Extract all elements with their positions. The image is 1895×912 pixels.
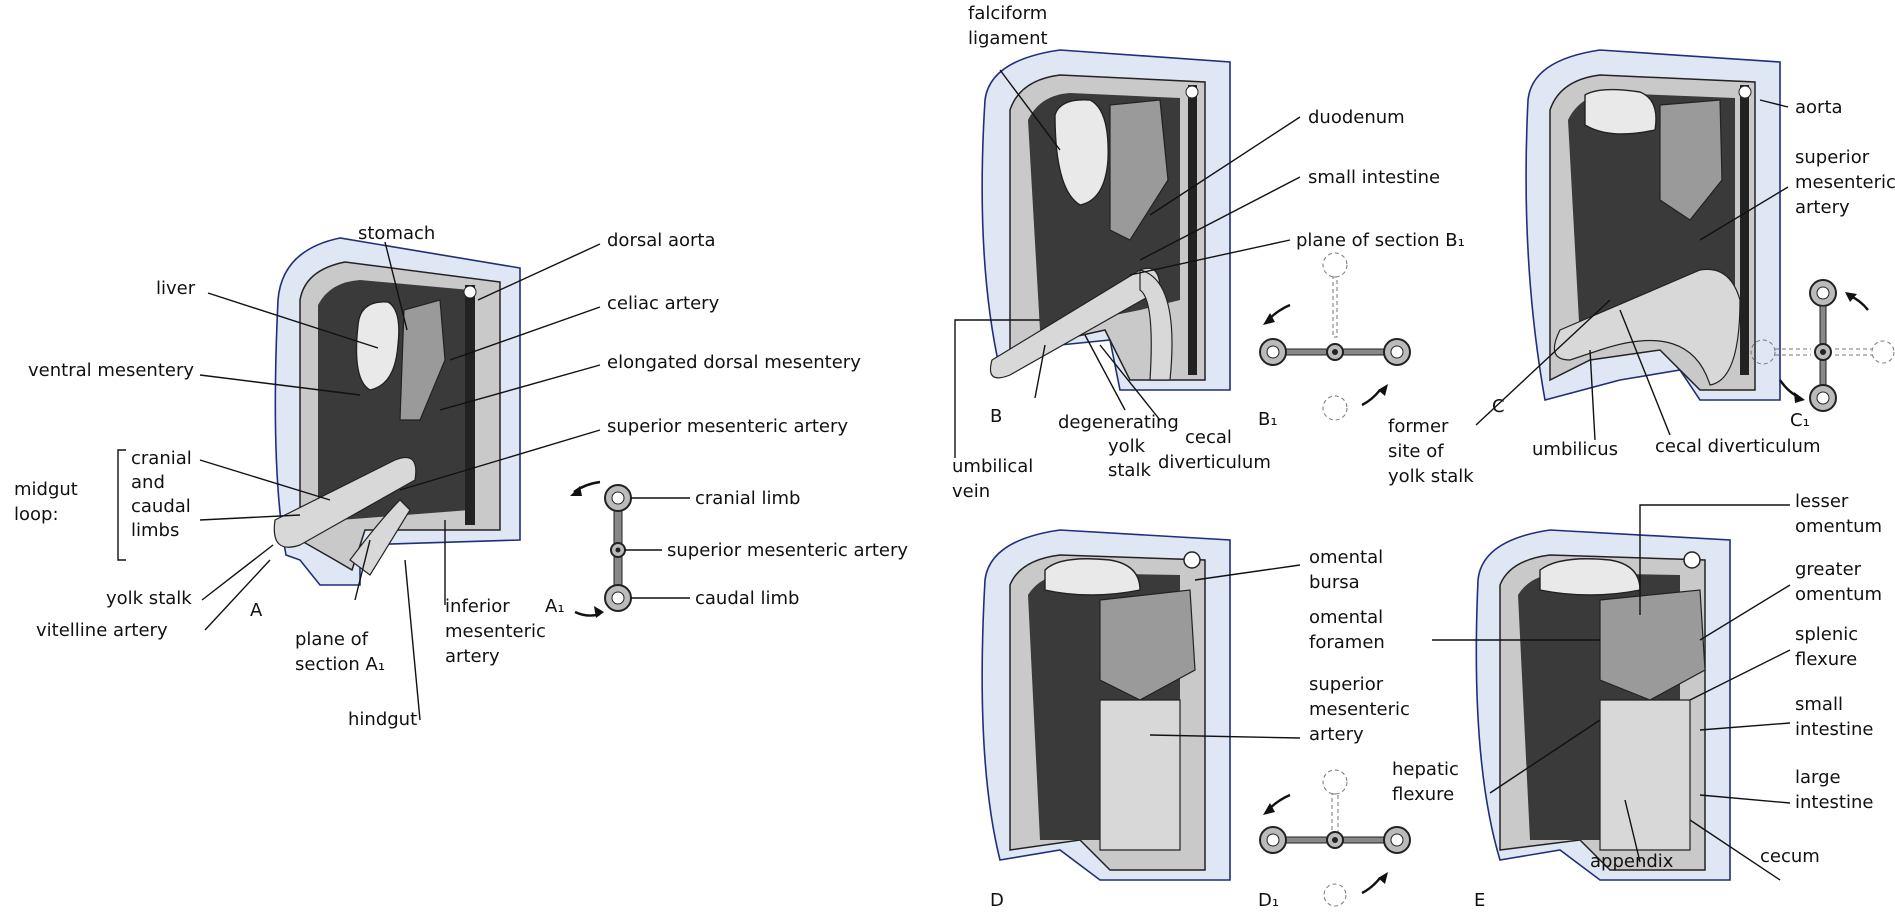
label-section-a1: section A₁ — [295, 654, 385, 675]
label-bursa: bursa — [1309, 572, 1360, 593]
label-omental-2: omental — [1309, 607, 1383, 628]
label-omental: omental — [1309, 547, 1383, 568]
panel-a1-letter: A₁ — [545, 596, 565, 617]
panel-c-drawing — [1526, 50, 1780, 400]
panel-b1-letter: B₁ — [1258, 409, 1278, 430]
label-limbs: limbs — [131, 520, 179, 541]
label-small-intestine-e: intestine — [1795, 719, 1873, 740]
label-plane-of-section-b1: plane of section B₁ — [1296, 230, 1465, 251]
label-splenic-flexure: flexure — [1795, 649, 1857, 670]
panel-d1-diagram: D₁ — [1258, 770, 1410, 911]
panel-c1-letter: C₁ — [1790, 410, 1810, 431]
label-cecal-diverticulum: cecal diverticulum — [1655, 436, 1820, 457]
label-yolk-stalk-c: yolk stalk — [1388, 466, 1474, 487]
label-site-of: site of — [1388, 441, 1444, 462]
panel-e-drawing — [1476, 530, 1730, 880]
label-greater-omentum: omentum — [1795, 584, 1882, 605]
label-foramen: foramen — [1309, 632, 1385, 653]
label-aorta: aorta — [1795, 97, 1843, 118]
panel-b-letter: B — [990, 406, 1002, 427]
label-stalk: stalk — [1108, 460, 1151, 481]
panel-c-letter: C — [1492, 396, 1505, 417]
label-umbilicus: umbilicus — [1532, 439, 1618, 460]
label-c-artery: artery — [1795, 197, 1850, 218]
label-falciform: falciform — [968, 3, 1047, 24]
label-hepatic: hepatic — [1392, 759, 1459, 780]
panel-e-letter: E — [1474, 890, 1485, 911]
label-midgut: midgut — [14, 479, 78, 500]
label-small: small — [1795, 694, 1843, 715]
label-vein: vein — [952, 481, 990, 502]
label-large: large — [1795, 767, 1841, 788]
label-cranial-limb: cranial limb — [695, 488, 800, 509]
label-hepatic-flexure: flexure — [1392, 784, 1454, 805]
label-elongated-dorsal-mesentery: elongated dorsal mesentery — [607, 352, 861, 373]
panel-d-letter: D — [990, 890, 1004, 911]
label-inferior: inferior — [445, 596, 510, 617]
label-diverticulum: diverticulum — [1158, 452, 1271, 473]
label-a1-superior-mesenteric-artery: superior mesenteric artery — [667, 540, 908, 561]
panel-b-drawing — [982, 50, 1230, 390]
label-degenerating: degenerating — [1058, 412, 1179, 433]
label-midgut-loop: loop: — [14, 504, 59, 525]
label-c-superior: superior — [1795, 147, 1870, 168]
label-cecum: cecum — [1760, 846, 1820, 867]
label-greater: greater — [1795, 559, 1862, 580]
panel-b1-diagram: B₁ — [1258, 253, 1410, 430]
panel-a1-diagram: A₁ cranial limb superior mesenteric arte… — [545, 482, 908, 618]
label-caudal-limb: caudal limb — [695, 588, 799, 609]
label-d-artery: artery — [1309, 724, 1364, 745]
label-appendix: appendix — [1590, 851, 1674, 872]
label-superior-mesenteric-artery: superior mesenteric artery — [607, 416, 848, 437]
label-cecal: cecal — [1185, 427, 1232, 448]
label-lesser: lesser — [1795, 491, 1849, 512]
label-plane-of: plane of — [295, 629, 369, 650]
label-and: and — [131, 472, 165, 493]
label-ventral-mesentery: ventral mesentery — [28, 360, 194, 381]
panel-d-drawing — [982, 530, 1230, 880]
label-splenic: splenic — [1795, 624, 1858, 645]
label-lesser-omentum: omentum — [1795, 516, 1882, 537]
panel-d1-letter: D₁ — [1258, 890, 1279, 911]
label-large-intestine: intestine — [1795, 792, 1873, 813]
label-dorsal-aorta: dorsal aorta — [607, 230, 716, 251]
label-artery: artery — [445, 646, 500, 667]
label-former: former — [1388, 416, 1449, 437]
label-d-mesenteric: mesenteric — [1309, 699, 1410, 720]
label-duodenum: duodenum — [1308, 107, 1405, 128]
label-caudal: caudal — [131, 496, 191, 517]
panel-a-letter: A — [250, 600, 263, 621]
label-yolk: yolk — [1108, 436, 1146, 457]
label-celiac-artery: celiac artery — [607, 293, 720, 314]
label-mesenteric: mesenteric — [445, 621, 546, 642]
label-yolk-stalk: yolk stalk — [106, 588, 192, 609]
label-d-superior: superior — [1309, 674, 1384, 695]
label-small-intestine-b: small intestine — [1308, 167, 1440, 188]
label-ligament: ligament — [968, 28, 1048, 49]
label-umbilical: umbilical — [952, 456, 1033, 477]
label-stomach: stomach — [358, 223, 435, 244]
label-cranial: cranial — [131, 448, 192, 469]
label-hindgut: hindgut — [348, 709, 417, 730]
label-vitelline-artery: vitelline artery — [36, 620, 168, 641]
label-liver: liver — [156, 278, 196, 299]
label-c-mesenteric: mesenteric — [1795, 172, 1895, 193]
